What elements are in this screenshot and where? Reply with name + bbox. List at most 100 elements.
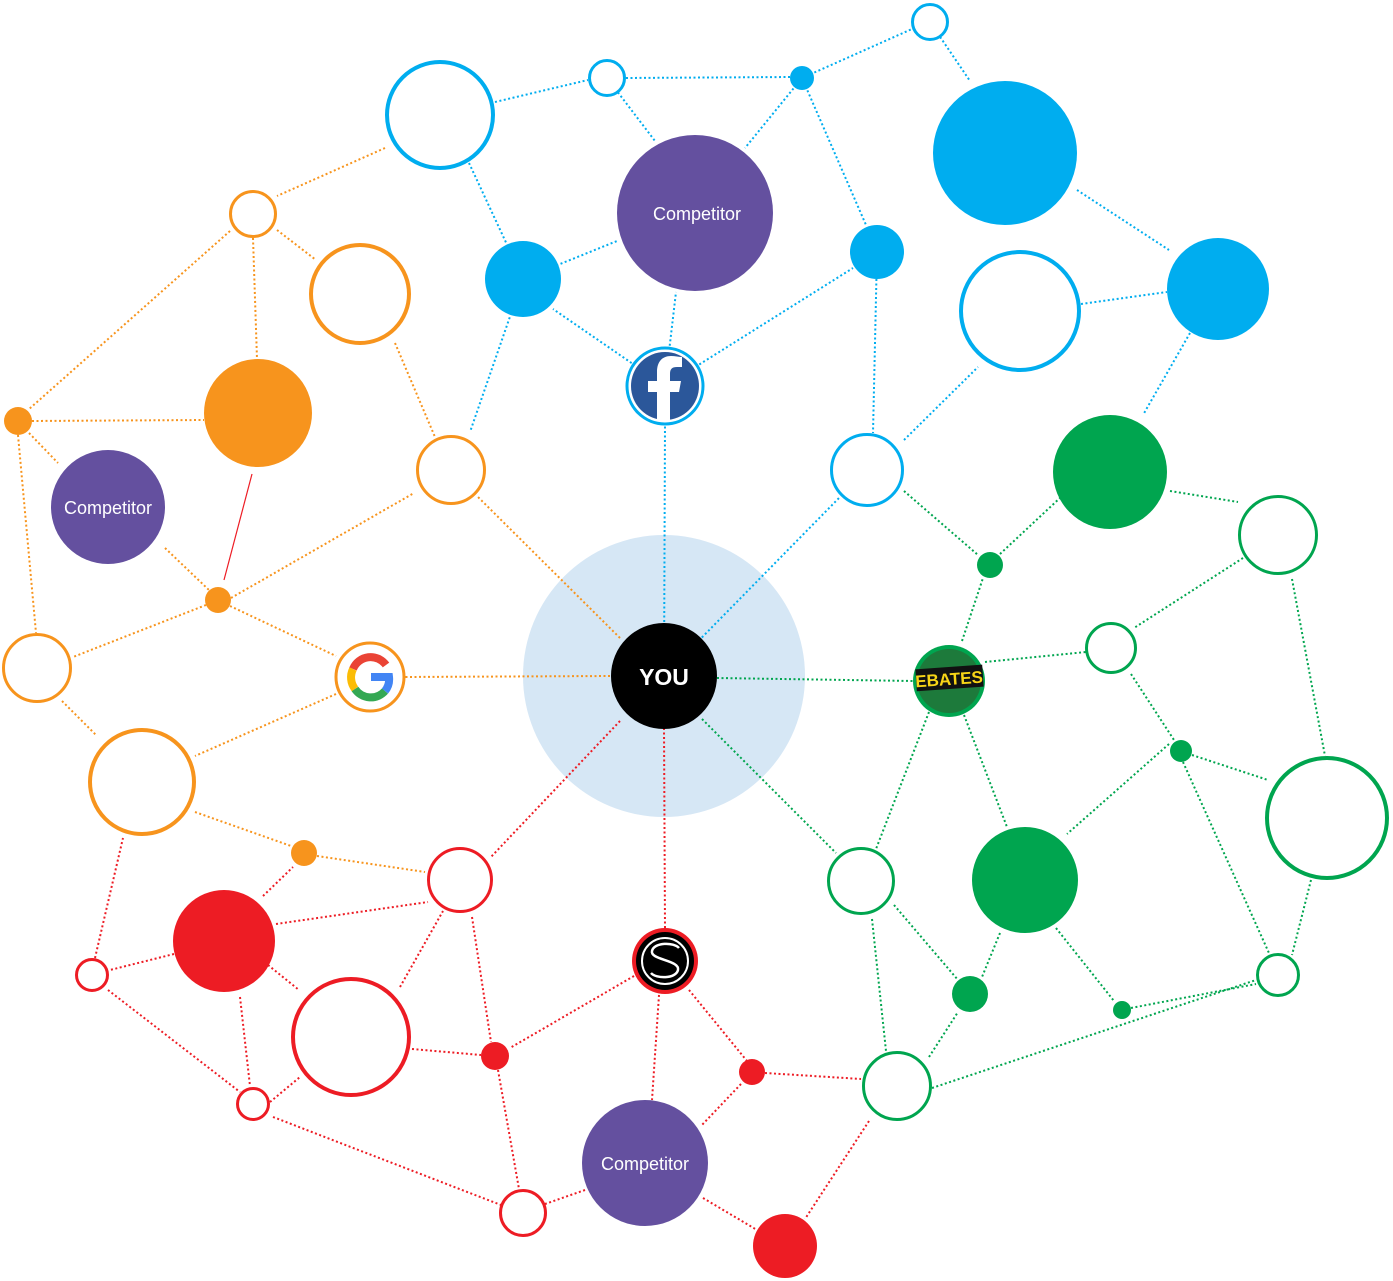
network-node[interactable] (850, 225, 904, 279)
connection-line (31, 419, 205, 422)
network-node[interactable] (1167, 238, 1269, 340)
connection-line (1142, 332, 1191, 416)
connection-line (276, 229, 317, 261)
network-node[interactable] (1170, 740, 1192, 762)
connection-line (522, 240, 618, 280)
network-node[interactable] (933, 81, 1077, 225)
connection-line (164, 547, 211, 592)
network-node[interactable] (385, 60, 495, 170)
connection-line (688, 989, 748, 1062)
network-node[interactable] (309, 243, 411, 345)
network-node[interactable] (952, 976, 988, 1012)
network-node[interactable] (205, 587, 231, 613)
connection-line (411, 1048, 482, 1056)
network-node[interactable] (1113, 1001, 1131, 1019)
network-node[interactable] (753, 1214, 817, 1278)
you-label: YOU (639, 664, 689, 690)
network-node[interactable] (1256, 953, 1300, 997)
connection-line (1182, 761, 1274, 963)
connection-line (109, 953, 175, 971)
network-node[interactable] (416, 435, 486, 505)
google-node[interactable] (334, 641, 406, 713)
connection-line (497, 1069, 520, 1190)
connection-line (981, 932, 1001, 978)
competitor-label: Competitor (653, 204, 741, 224)
network-node[interactable] (236, 1087, 270, 1121)
network-node[interactable] (88, 728, 196, 836)
network-node[interactable] (911, 3, 949, 41)
competitor-node-left[interactable]: Competitor (51, 450, 165, 564)
competitor-node-top[interactable]: Competitor (617, 135, 773, 291)
network-node[interactable] (229, 190, 277, 238)
connection-line (625, 76, 791, 79)
connection-line (61, 700, 98, 737)
network-node[interactable] (790, 66, 814, 90)
ebates-node[interactable]: EBATES (913, 645, 985, 717)
connection-line (1130, 673, 1175, 741)
network-node[interactable] (1238, 495, 1318, 575)
connection-line (999, 496, 1062, 555)
connection-line (316, 855, 426, 873)
connection-line (28, 432, 59, 464)
connection-line (269, 1076, 301, 1103)
connection-line (1291, 879, 1312, 956)
connection-lines (17, 21, 1326, 1231)
shopstyle-node[interactable] (632, 928, 698, 994)
connection-line (961, 577, 984, 642)
network-node[interactable] (862, 1051, 932, 1121)
network-node[interactable] (977, 552, 1003, 578)
ebates-logo: EBATES (915, 664, 984, 691)
facebook-node[interactable] (625, 346, 705, 426)
network-node[interactable] (959, 250, 1081, 372)
network-node[interactable] (204, 359, 312, 467)
network-node[interactable] (588, 59, 626, 97)
connection-line (875, 711, 930, 850)
connection-line (544, 1189, 586, 1205)
connection-line (872, 251, 878, 434)
connection-line (903, 366, 979, 441)
connection-line (804, 1120, 870, 1220)
network-node[interactable] (1265, 756, 1389, 880)
connection-line (801, 28, 913, 79)
connection-line (494, 79, 589, 103)
network-node[interactable] (499, 1189, 547, 1237)
connection-line (903, 490, 979, 556)
connection-line (651, 994, 660, 1101)
connection-line (764, 1072, 862, 1080)
competitor-label: Competitor (601, 1154, 689, 1174)
connection-line (230, 492, 415, 599)
you-node[interactable]: YOU (611, 623, 717, 729)
network-node[interactable] (1085, 622, 1137, 674)
connection-line (931, 979, 1257, 1089)
network-node[interactable] (2, 633, 72, 703)
connection-line (229, 605, 337, 657)
network-node[interactable] (485, 241, 561, 317)
network-node[interactable] (830, 433, 904, 507)
network-node[interactable] (291, 977, 411, 1097)
network-node[interactable] (75, 958, 109, 992)
network-node[interactable] (173, 890, 275, 992)
connection-line (223, 473, 253, 581)
network-node[interactable] (1053, 415, 1167, 529)
connection-line (744, 77, 803, 149)
connection-line (276, 147, 386, 197)
competitor-label: Competitor (64, 498, 152, 518)
network-node[interactable] (481, 1042, 509, 1070)
connection-line (1080, 291, 1168, 305)
network-nodes (2, 3, 1389, 1278)
network-node[interactable] (827, 847, 895, 915)
competitor-node-bottom[interactable]: Competitor (582, 1100, 708, 1226)
network-node[interactable] (972, 827, 1078, 933)
network-node[interactable] (739, 1059, 765, 1085)
connection-line (929, 21, 971, 82)
facebook-icon (648, 356, 682, 420)
connection-line (17, 434, 37, 634)
connection-line (701, 718, 837, 854)
network-node[interactable] (4, 407, 32, 435)
connection-line (716, 677, 914, 682)
connection-line (267, 964, 300, 991)
network-node[interactable] (427, 847, 493, 913)
connection-line (963, 714, 1008, 828)
network-node[interactable] (291, 840, 317, 866)
connection-line (471, 916, 492, 1043)
